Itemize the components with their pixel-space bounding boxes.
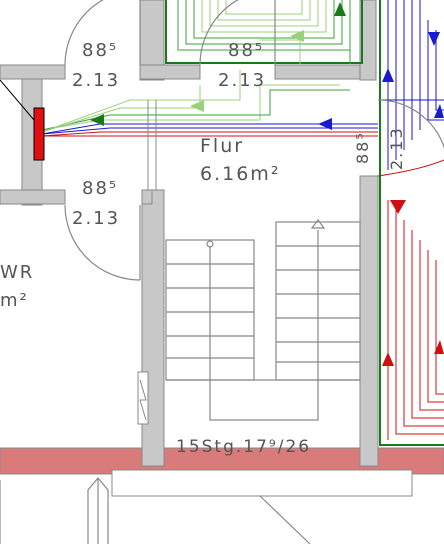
door-4-width: 88⁵ [353,131,372,164]
entry-arrow [0,477,311,544]
room-area: 6.16m² [200,163,280,185]
door-3-height: 2.13 [72,208,120,229]
flow-arrows [90,2,444,366]
door-swings [64,0,444,281]
door-4-height: 2.13 [387,126,406,170]
left-room-name: WR [0,262,34,283]
heating-loops-right-blue [378,0,444,170]
wall-niche [137,371,149,425]
door-3-width: 88⁵ [82,178,118,199]
heating-loops-right-red [377,159,444,440]
door-2-height: 2.13 [218,70,266,91]
heating-manifold [33,107,45,161]
left-room-area: m² [0,290,29,311]
door-1-height: 2.13 [72,70,120,91]
door-2-width: 88⁵ [228,40,264,61]
supply-lines [41,10,378,137]
door-frames [147,100,157,190]
heating-zone-borders [165,0,444,446]
niche-symbol [139,379,147,421]
stairs-label: 15Stg.17⁹/26 [176,437,311,457]
manifold-lead [0,79,35,121]
stairs [165,219,361,421]
room-name: Flur [200,135,244,157]
interior-walls [0,0,379,467]
door-1-width: 88⁵ [82,40,118,61]
